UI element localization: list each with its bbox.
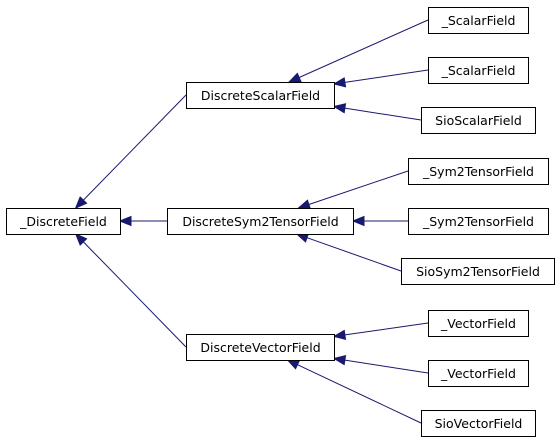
edge-vector_field_2-to-discrete_vector_field <box>344 359 429 374</box>
nodes-layer: _DiscreteField DiscreteScalarFieldDiscret… <box>6 7 555 437</box>
class-node-sym2-tensor-field-1[interactable]: _Sym2TensorField <box>408 158 549 185</box>
class-node-discrete-field[interactable]: _DiscreteField <box>6 208 121 235</box>
class-node-box[interactable] <box>186 334 335 361</box>
class-node-vector-field-2[interactable]: _VectorField <box>428 360 529 387</box>
class-node-label: _VectorField <box>440 316 516 331</box>
arrowhead-discrete_scalar_field-to-discrete_field <box>74 196 88 209</box>
class-node-label: SioVectorField <box>435 416 523 431</box>
class-node-sio-scalar-field[interactable]: SioScalarField <box>421 107 536 134</box>
class-node-box[interactable] <box>428 360 529 387</box>
class-node-label: DiscreteScalarField <box>201 88 320 103</box>
arrowhead-scalar_field_1-to-discrete_scalar_field <box>287 72 302 83</box>
edge-sio_sym2_tensor_field-to-discrete_sym2_tensor_field <box>306 237 402 272</box>
class-node-box[interactable] <box>428 7 529 34</box>
class-node-label: DiscreteVectorField <box>200 340 320 355</box>
class-node-discrete-sym2-tensor-field[interactable]: DiscreteSym2TensorField <box>167 208 354 235</box>
arrowhead-discrete_sym2_tensor_field-to-discrete_field <box>118 215 132 227</box>
class-node-sym2-tensor-field-2[interactable]: _Sym2TensorField <box>408 208 549 235</box>
class-node-label: SioSym2TensorField <box>416 264 540 279</box>
class-node-box[interactable] <box>428 310 529 337</box>
arrowhead-scalar_field_2-to-discrete_scalar_field <box>332 77 347 88</box>
class-node-scalar-field-1[interactable]: _ScalarField <box>428 7 529 34</box>
edge-sio_scalar_field-to-discrete_scalar_field <box>344 107 422 121</box>
class-node-box[interactable] <box>421 107 536 134</box>
class-node-label: _VectorField <box>440 366 516 381</box>
class-node-scalar-field-2[interactable]: _ScalarField <box>428 57 529 84</box>
arrowhead-vector_field_1-to-discrete_vector_field <box>332 329 347 340</box>
edge-scalar_field_2-to-discrete_scalar_field <box>344 69 429 83</box>
class-node-box[interactable] <box>186 82 335 109</box>
edge-scalar_field_1-to-discrete_scalar_field <box>298 19 429 78</box>
edges-layer <box>74 19 429 424</box>
class-node-label: _Sym2TensorField <box>422 164 534 179</box>
class-node-box[interactable] <box>408 208 549 235</box>
class-node-box[interactable] <box>6 208 121 235</box>
class-node-label: _ScalarField <box>441 63 516 78</box>
edge-sym2_tensor_field_1-to-discrete_sym2_tensor_field <box>308 170 409 205</box>
arrowhead-discrete_vector_field-to-discrete_field <box>74 233 88 246</box>
class-node-label: SioScalarField <box>435 113 522 128</box>
class-node-discrete-scalar-field[interactable]: DiscreteScalarField <box>186 82 335 109</box>
class-node-label: _DiscreteField <box>19 214 107 229</box>
class-node-box[interactable] <box>167 208 354 235</box>
class-node-box[interactable] <box>408 158 549 185</box>
class-node-discrete-vector-field[interactable]: DiscreteVectorField <box>186 334 335 361</box>
class-node-sio-vector-field[interactable]: SioVectorField <box>421 410 536 437</box>
edge-sio_vector_field-to-discrete_vector_field <box>297 364 422 424</box>
arrowhead-vector_field_2-to-discrete_vector_field <box>332 355 347 366</box>
class-node-box[interactable] <box>401 258 555 285</box>
arrowhead-sio_vector_field-to-discrete_vector_field <box>286 359 301 370</box>
class-node-box[interactable] <box>428 57 529 84</box>
class-node-vector-field-1[interactable]: _VectorField <box>428 310 529 337</box>
edge-discrete_vector_field-to-discrete_field <box>83 241 187 348</box>
class-node-label: _Sym2TensorField <box>422 214 534 229</box>
class-node-label: DiscreteSym2TensorField <box>182 214 338 229</box>
arrowhead-sym2_tensor_field_1-to-discrete_sym2_tensor_field <box>297 199 312 210</box>
edge-vector_field_1-to-discrete_vector_field <box>344 322 429 336</box>
edge-discrete_scalar_field-to-discrete_field <box>83 94 187 201</box>
arrowhead-sym2_tensor_field_2-to-discrete_sym2_tensor_field <box>351 215 365 227</box>
class-node-label: _ScalarField <box>441 13 516 28</box>
arrowhead-sio_scalar_field-to-discrete_scalar_field <box>332 103 347 114</box>
class-node-sio-sym2-tensor-field[interactable]: SioSym2TensorField <box>401 258 555 285</box>
class-node-box[interactable] <box>421 410 536 437</box>
